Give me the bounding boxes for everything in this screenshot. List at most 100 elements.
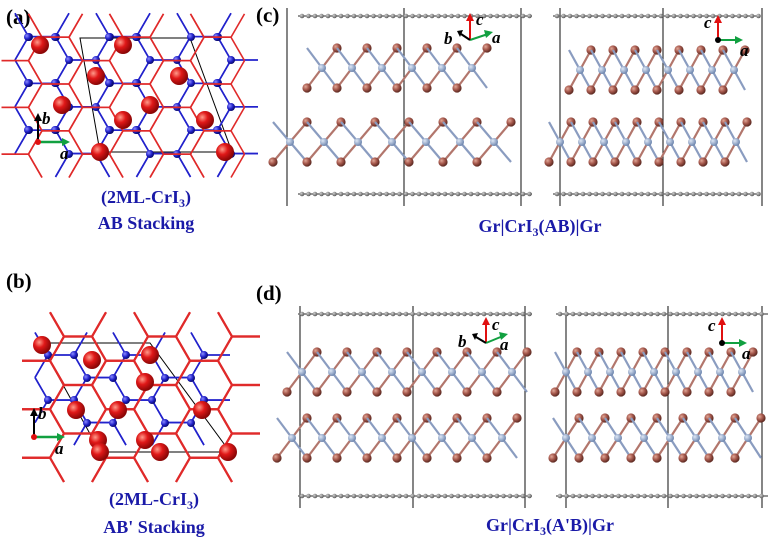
bond [68, 83, 84, 108]
carbon-atom [694, 493, 699, 499]
carbon-atom [377, 311, 383, 317]
carbon-atom [494, 493, 500, 499]
iodine-atom [452, 83, 462, 93]
axis-a-label: a [60, 144, 69, 163]
carbon-atom [609, 493, 615, 499]
carbon-atom [684, 191, 690, 197]
iodine-atom [482, 43, 492, 53]
carbon-atom [632, 13, 638, 19]
bond [149, 13, 165, 38]
chromium-atom [688, 138, 696, 146]
iodine-atom [136, 431, 154, 449]
chromium-atom [708, 66, 716, 74]
carbon-atom [501, 311, 506, 317]
carbon-atom [338, 493, 344, 499]
iodine-atom [53, 96, 71, 114]
carbon-atom [733, 493, 738, 499]
carbon-atom [665, 13, 670, 19]
chromium-atom [556, 138, 564, 146]
carbon-atom [707, 311, 712, 317]
carbon-atom [397, 493, 402, 499]
iodine-atom [33, 336, 51, 354]
bond [49, 457, 65, 483]
carbon-atom [619, 191, 625, 197]
carbon-atom [442, 191, 448, 197]
iodine-atom [678, 453, 688, 463]
iodine-atom [626, 453, 636, 463]
bond [230, 83, 246, 108]
iodine-atom [696, 85, 706, 95]
chromium-atom [642, 66, 650, 74]
carbon-atom [299, 493, 305, 499]
axis-indicator-c-left: c a b [444, 10, 501, 48]
carbon-atom [358, 191, 363, 197]
carbon-atom [723, 191, 729, 197]
bond [217, 408, 233, 435]
carbon-atom [655, 493, 660, 499]
iodine-atom [660, 387, 670, 397]
cr-i-bond [346, 351, 363, 373]
carbon-atom [390, 191, 396, 197]
carbon-atom [704, 191, 709, 197]
carbon-atom [371, 311, 376, 317]
cr-i-bond [511, 371, 528, 393]
carbon-atom [697, 191, 703, 197]
bond [217, 457, 233, 483]
carbon-atom [730, 13, 735, 19]
carbon-atom [580, 13, 586, 19]
iodine-atom [302, 453, 312, 463]
axis-b-label: b [444, 29, 453, 48]
carbon-atom [468, 191, 474, 197]
carbon-atom [557, 311, 563, 317]
chromium-atom [328, 368, 336, 376]
carbon-atom [678, 191, 683, 197]
bond [176, 82, 192, 108]
cr-i-bond [426, 47, 443, 69]
carbon-atom [455, 191, 461, 197]
axis-indicator-d-right: c a [708, 316, 751, 363]
carbon-atom [429, 13, 435, 19]
iodine-atom [472, 157, 482, 167]
cr-i-bond [426, 417, 443, 439]
carbon-atom [756, 13, 761, 19]
carbon-atom [332, 191, 337, 197]
atom [122, 351, 130, 359]
bond [135, 12, 151, 38]
carbon-atom [577, 311, 582, 317]
iodine-atom [654, 157, 664, 167]
chromium-atom [378, 64, 386, 72]
carbon-atom [332, 13, 337, 19]
carbon-atom [319, 191, 324, 197]
carbon-atom [635, 311, 641, 317]
carbon-atom [514, 13, 519, 19]
atom [200, 351, 208, 359]
carbon-atom [736, 13, 742, 19]
carbon-atom [423, 493, 428, 499]
bond [27, 60, 43, 85]
chromium-atom [620, 66, 628, 74]
chromium-atom [622, 138, 630, 146]
carbon-atom [507, 13, 513, 19]
carbon-atom [593, 191, 599, 197]
chromium-atom [288, 434, 296, 442]
carbon-atom [520, 13, 526, 19]
axis-a-label: a [740, 41, 749, 60]
carbon-atom [710, 13, 716, 19]
atom [161, 419, 169, 427]
carbon-atom [736, 191, 742, 197]
carbon-atom [645, 191, 651, 197]
bond [149, 130, 165, 155]
carbon-atom [587, 191, 592, 197]
chromium-atom [348, 64, 356, 72]
carbon-atom [622, 493, 628, 499]
chromium-atom [730, 66, 738, 74]
carbon-atom [684, 13, 690, 19]
carbon-atom [371, 191, 376, 197]
panel-c: (c) c a b c a Gr|CrI3(AB)|Gr [256, 3, 763, 239]
carbon-atom [645, 13, 651, 19]
carbon-atom [746, 493, 751, 499]
axis-b-label: b [38, 404, 47, 423]
carbon-atom [481, 13, 487, 19]
bond [175, 384, 191, 410]
bond [175, 311, 191, 338]
